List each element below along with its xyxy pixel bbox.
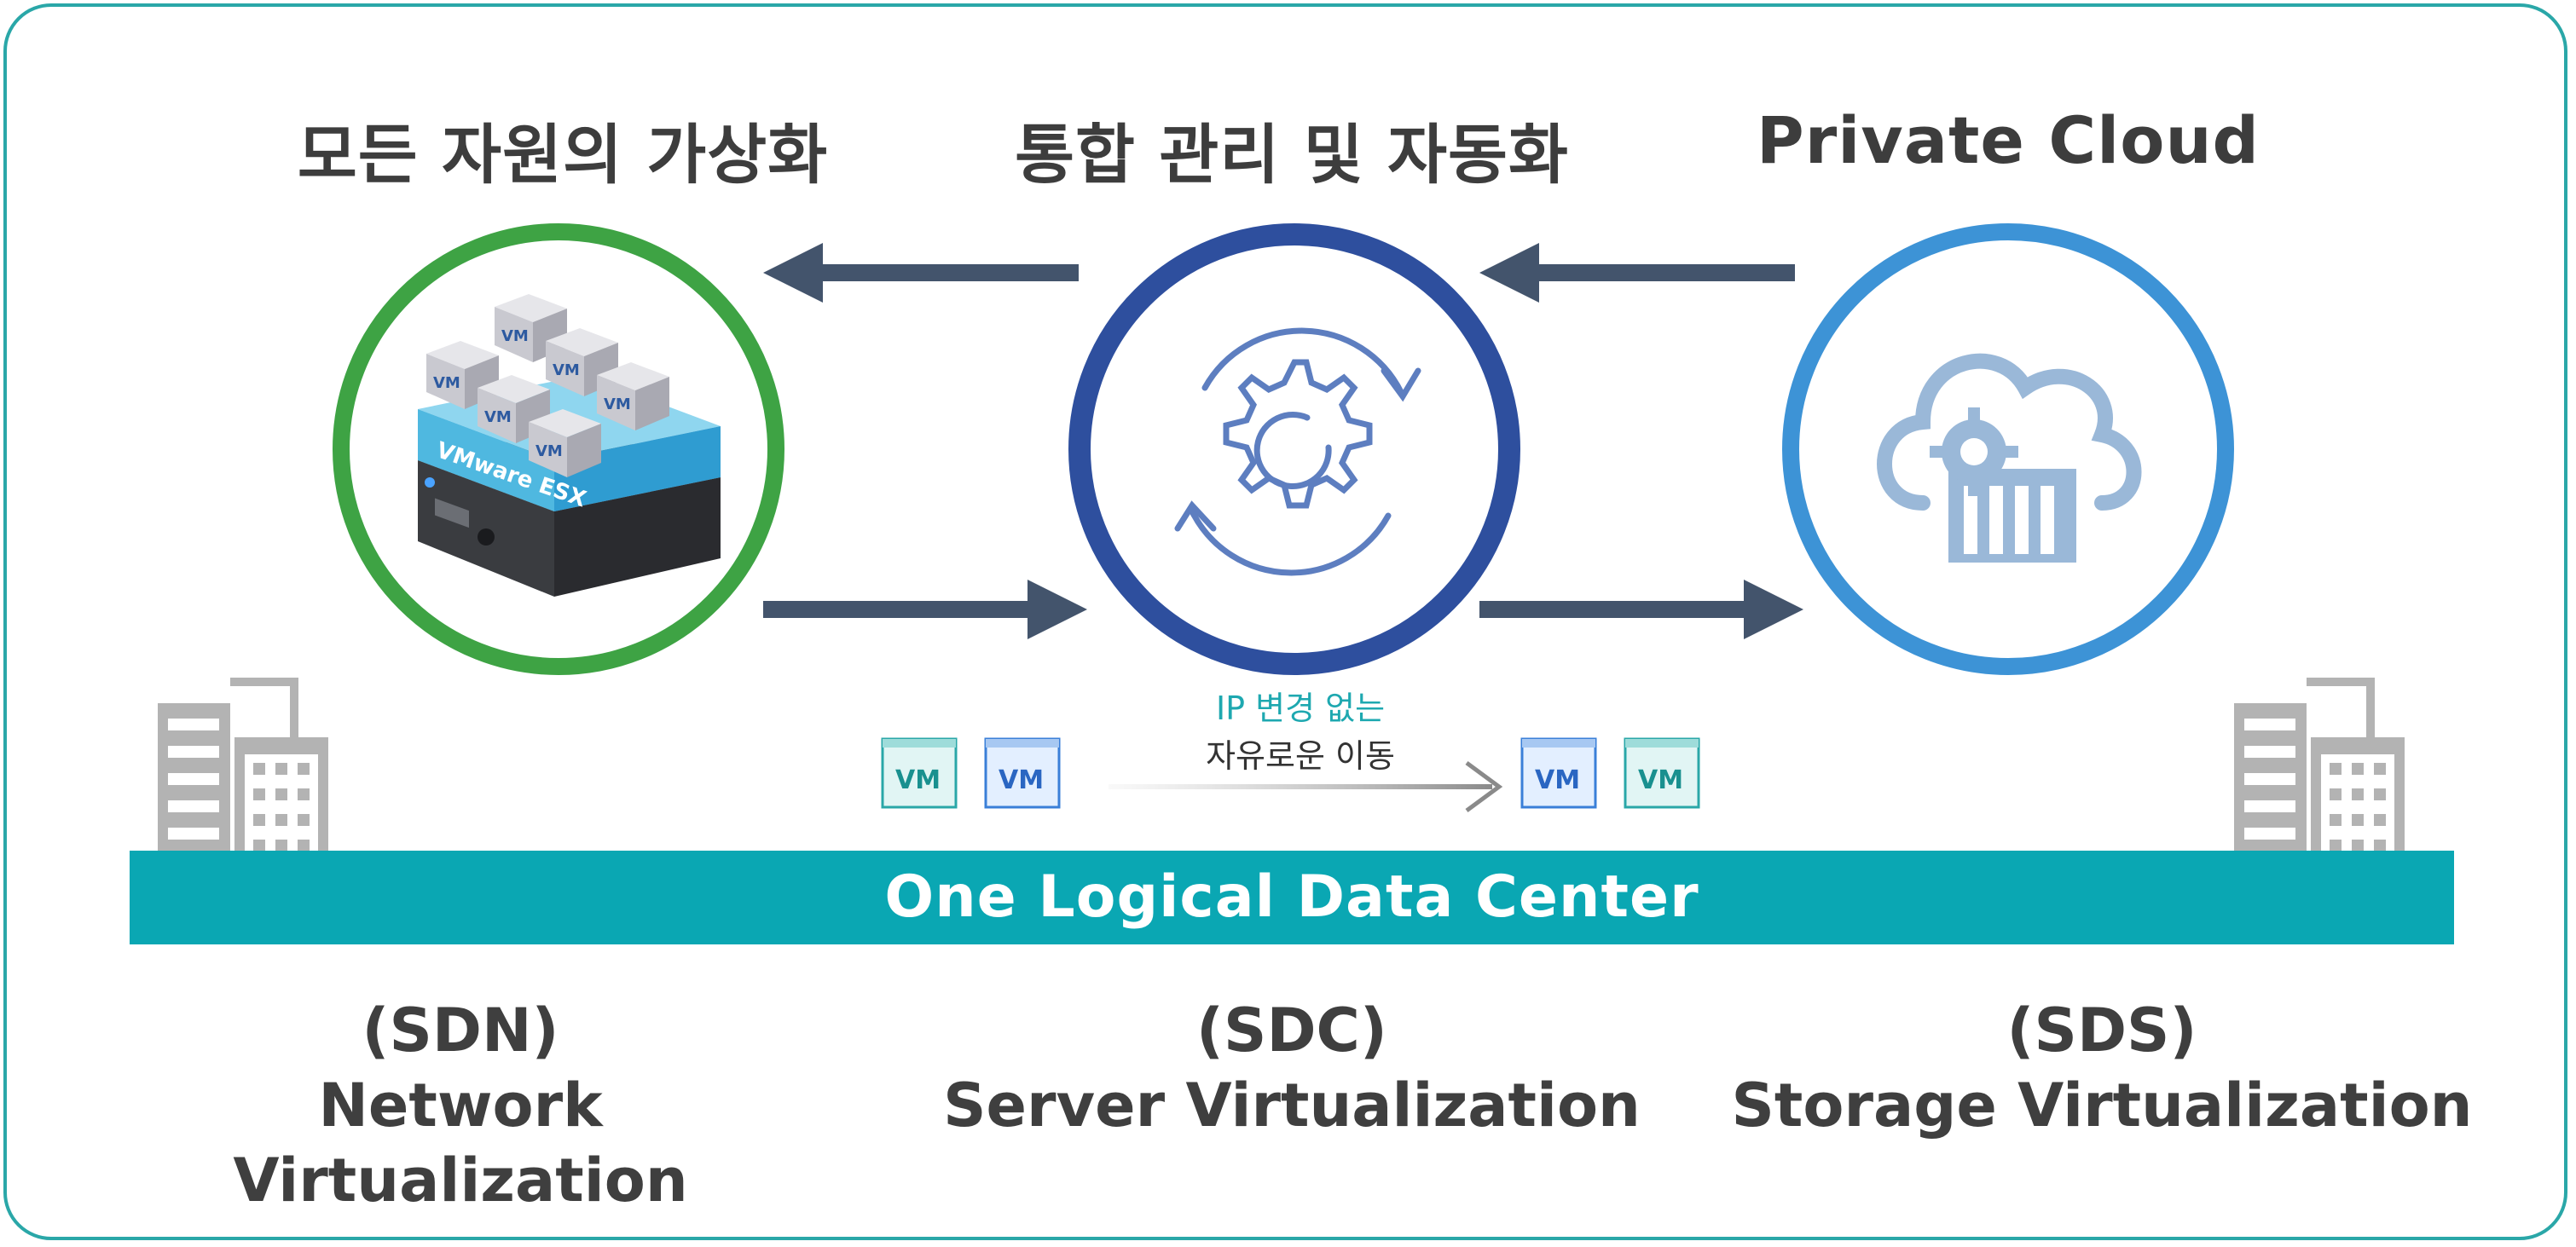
svg-text:VM: VM [433,374,460,392]
title-virtualization: 모든 자원의 가상화 [297,117,829,193]
settings-gear-icon [1930,407,2018,496]
vm-cube-icon: VM [529,409,601,477]
vm-migration-graphic: VM VM VM VM [881,737,1700,813]
vm-box-icon: VM [1520,737,1597,809]
cloud-storage-icon [1877,353,2142,563]
dashed-move-arrow [1109,760,1503,813]
vm-label: VM [1535,765,1580,795]
arrow-right-bottom [763,580,1087,639]
arrow-left-top [763,243,1079,303]
sdn-abbr: (SDN) [362,996,559,1065]
sds-abbr: (SDS) [2006,996,2197,1065]
automation-circle [1068,223,1520,675]
svg-text:VM: VM [535,442,563,460]
migration-note-line1: IP 변경 없는 [1215,690,1386,727]
sdc-name: Server Virtualization [943,1071,1641,1140]
svg-text:VM: VM [484,408,512,426]
migration-note-line2: 자유로운 이동 [1206,737,1395,775]
sds-name: Storage Virtualization [1731,1071,2473,1140]
svg-text:VM: VM [501,327,529,345]
band-label: One Logical Data Center [884,863,1699,931]
arrow-right-bottom-right [1479,580,1803,639]
sdc-label-block: (SDC) Server Virtualization [917,993,1667,1143]
vm-box-icon: VM [881,737,958,809]
logical-data-center-band: One Logical Data Center [130,851,2454,944]
svg-text:VM: VM [553,361,580,379]
vm-label: VM [1638,765,1683,795]
vm-label: VM [895,765,941,795]
title-private-cloud: Private Cloud [1757,102,2260,178]
vm-cube-icon: VM [597,362,669,430]
vm-label: VM [999,765,1044,795]
svg-text:VM: VM [604,395,631,413]
sdc-abbr: (SDC) [1196,996,1387,1065]
vm-box-icon: VM [1624,737,1700,809]
diagram-frame [3,3,2567,1240]
arrow-left-top-right [1479,243,1795,303]
sds-label-block: (SDS) Storage Virtualization [1727,993,2477,1143]
vm-cube-icon: VM [546,328,618,396]
sdn-name: Network Virtualization [233,1071,688,1215]
vm-cube-icon: VM [495,294,567,362]
vm-cube-group: VM VM VM VM VM VM [426,294,669,477]
sdn-label-block: (SDN) Network Virtualization [85,993,836,1218]
vm-box-icon: VM [984,737,1061,809]
gear-cycle-icon [1174,327,1421,576]
title-integrated-management: 통합 관리 및 자동화 [1015,117,1569,193]
